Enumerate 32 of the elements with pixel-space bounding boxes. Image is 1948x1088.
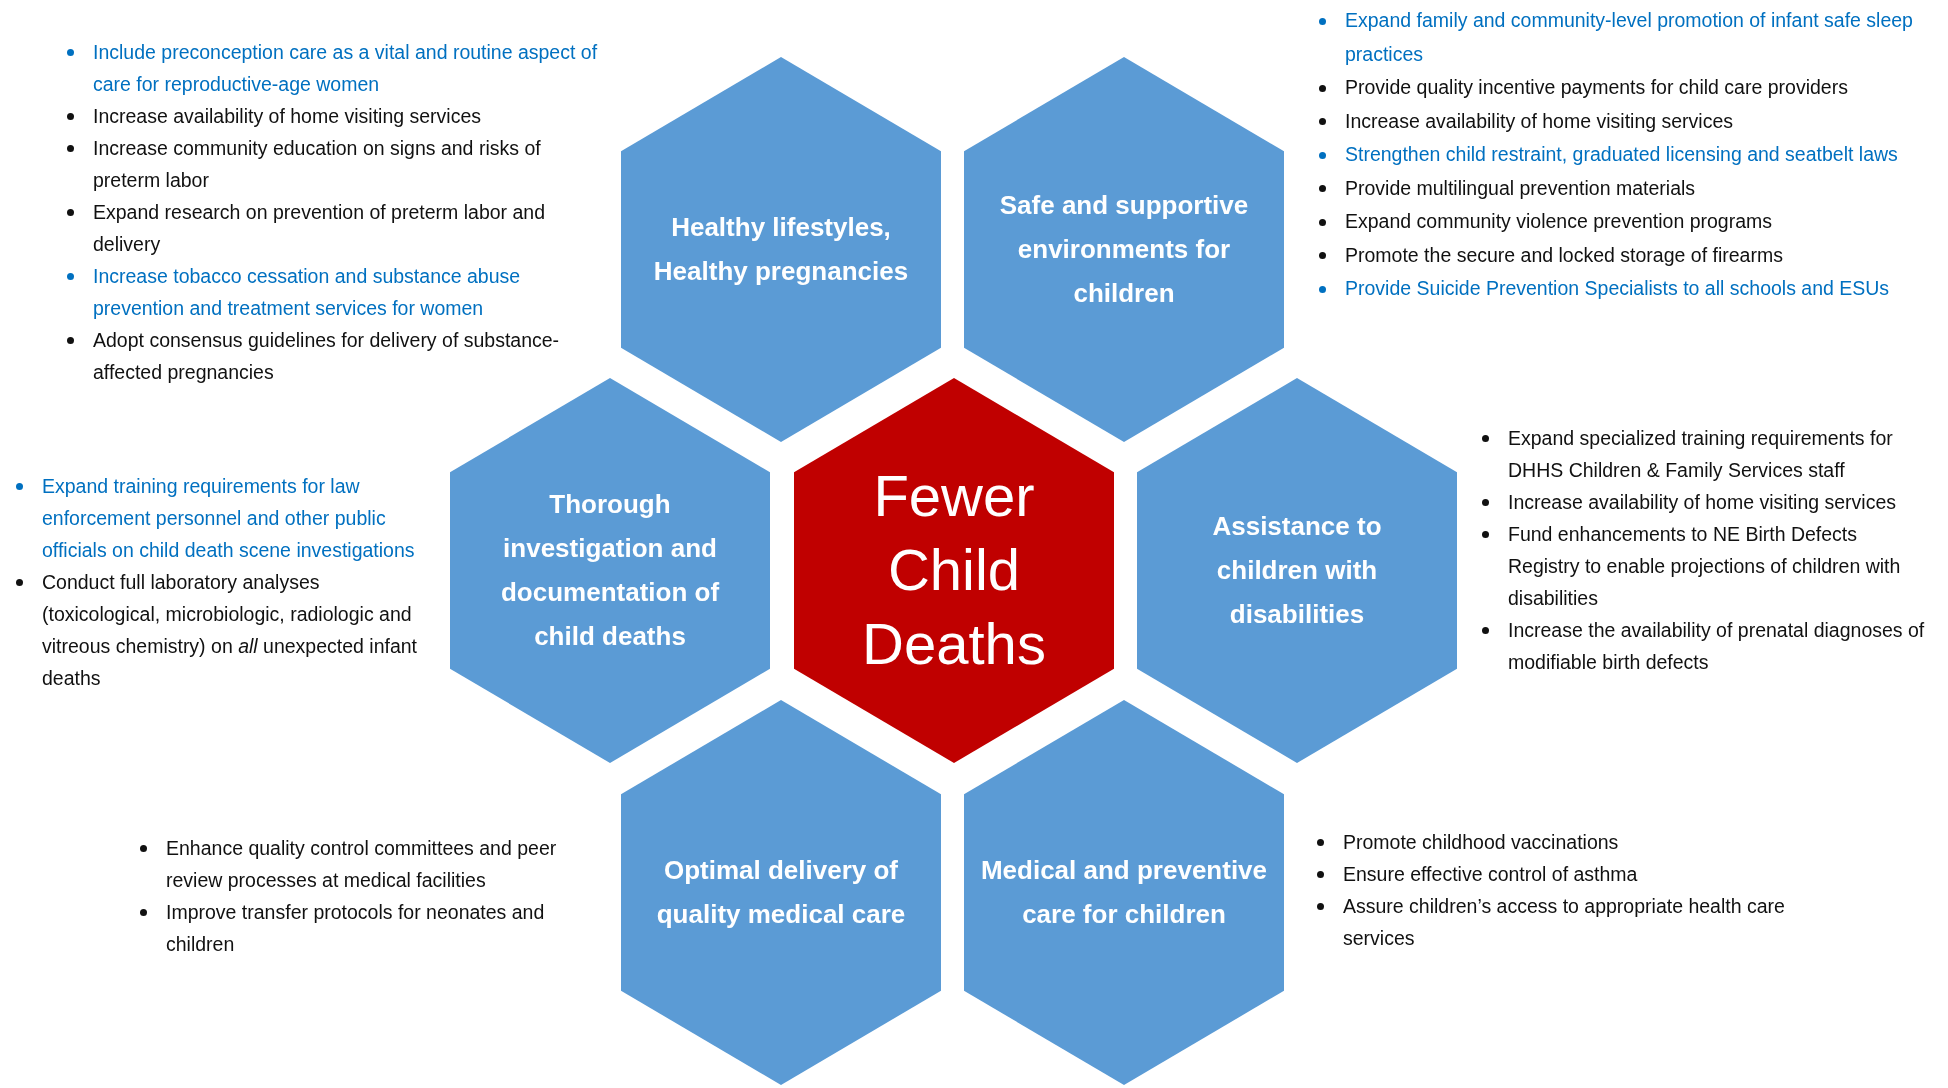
bullet-item: Expand specialized training requirements for DHHS Children & Family Services staff — [1508, 426, 1894, 483]
bullet-item: Expand community violence prevention programs — [1345, 209, 1774, 234]
hexagon-label: Optimal delivery of quality medical care — [655, 854, 907, 931]
bullet-item: Increase availability of home visiting services — [1508, 490, 1897, 515]
center-title: Fewer Child Deaths — [861, 462, 1047, 678]
bullet-item: Increase tobacco cessation and substance abuse prevention and treatment services for women — [93, 264, 522, 321]
bullet-item: Promote the secure and locked storage of firearms — [1345, 242, 1784, 268]
bullet-item: Include preconception care as a vital and routine aspect of care for reproductive-age women — [93, 40, 599, 97]
bullet-item: Increase availability of home visiting services — [93, 104, 482, 129]
bullet-item: Increase availability of home visiting services — [1345, 108, 1734, 134]
bullet-item: Provide quality incentive payments for child care providers — [1345, 75, 1849, 100]
hexagon-label: Thorough investigation and documentation of child deaths — [499, 488, 721, 653]
bullet-item: Improve transfer protocols for neonates and children — [166, 900, 546, 957]
hexagon-label: Assistance to children with disabilities — [1211, 510, 1383, 631]
hexagon-label: Healthy lifestyles, Healthy pregnancies — [652, 211, 910, 288]
hexagon-label: Medical and preventive care for children — [979, 854, 1269, 931]
bullet-item: Provide multilingual prevention materials — [1345, 175, 1697, 201]
bullet-item: Assure children’s access to appropriate health care services — [1343, 894, 1786, 951]
bullet-item: Adopt consensus guidelines for delivery of substance-affected pregnancies — [93, 328, 561, 385]
bullet-item: Expand family and community-level promotion of infant safe sleep practices — [1345, 8, 1914, 67]
bullet-item: Fund enhancements to NE Birth Defects Registry to enable projections of children with disabilities — [1508, 522, 1902, 611]
bullet-item: Conduct full laboratory analyses (toxicological, microbiologic, radiologic and vitreous chemistry) on all unexpected infant deaths — [42, 570, 419, 691]
bullet-item: Provide Suicide Prevention Specialists to all schools and ESUs — [1345, 276, 1891, 301]
bullet-item: Promote childhood vaccinations — [1343, 830, 1620, 855]
bullet-item: Expand research on prevention of preterm labor and delivery — [93, 200, 547, 257]
bullet-item: Enhance quality control committees and peer review processes at medical facilities — [166, 836, 558, 893]
bullet-item: Increase community education on signs and risks of preterm labor — [93, 136, 542, 193]
bullet-item: Expand training requirements for law enforcement personnel and other public officials on child death scene investigations — [42, 474, 416, 563]
bullet-item: Increase the availability of prenatal diagnoses of modifiable birth defects — [1508, 618, 1926, 675]
bullet-item: Ensure effective control of asthma — [1343, 862, 1639, 887]
bullet-item: Strengthen child restraint, graduated licensing and seatbelt laws — [1345, 142, 1899, 167]
hexagon-label: Safe and supportive environments for children — [998, 189, 1250, 310]
